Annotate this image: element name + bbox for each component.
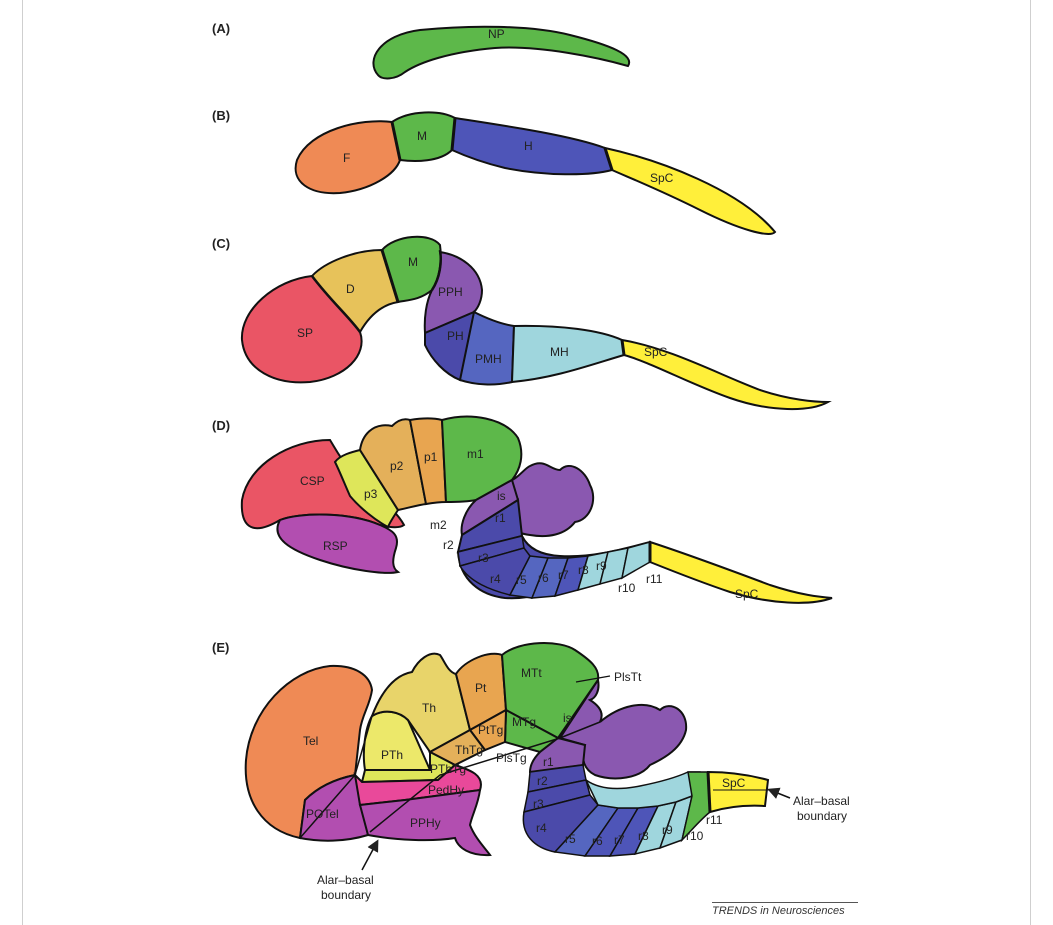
panel-e: (E) Tel POTel Th PTh (212, 640, 850, 902)
pth-label: PTh (381, 748, 403, 762)
r11-label-e: r11 (706, 813, 723, 827)
m2-label: m2 (430, 518, 447, 532)
r3-label-d: r3 (478, 551, 489, 565)
r7-label-d: r7 (558, 568, 569, 582)
r3-label-e: r3 (533, 797, 544, 811)
th-label: Th (422, 701, 436, 715)
mtg-label: MTg (512, 715, 536, 729)
r8-label-d: r8 (578, 563, 589, 577)
alar-basal-label-2b: boundary (797, 809, 847, 823)
pmh-label: PMH (475, 352, 502, 366)
spc-label-b: SpC (650, 171, 674, 185)
r9-label-e: r9 (662, 823, 673, 837)
rsp-label: RSP (323, 539, 348, 553)
r9-label-d: r9 (596, 559, 607, 573)
alar-basal-label-1b: boundary (321, 888, 371, 902)
spc-label-c: SpC (644, 345, 668, 359)
d-label: D (346, 282, 355, 296)
spc-label-d: SpC (735, 587, 759, 601)
is-label-d: is (497, 489, 506, 503)
ph-label: PH (447, 329, 464, 343)
thtg-label: ThTg (455, 743, 483, 757)
pthtg-label: PThTg (430, 762, 466, 776)
r6-label-d: r6 (538, 571, 549, 585)
panel-d: (D) CSP RSP p3 p2 p1 m1 is m2 r1 r2 r3 r… (212, 417, 832, 603)
r8-label-e: r8 (638, 829, 649, 843)
m-label-c: M (408, 255, 418, 269)
r4-label-d: r4 (490, 572, 501, 586)
panel-c: (C) SP D M PPH PH PMH MH SpC (212, 236, 828, 409)
f-label: F (343, 151, 350, 165)
p1-label: p1 (424, 450, 438, 464)
plstt-label: PlsTt (614, 670, 642, 684)
csp-label: CSP (300, 474, 325, 488)
sp-label: SP (297, 326, 313, 340)
panel-a-label: (A) (212, 21, 230, 36)
alar-basal-label-1a: Alar–basal (317, 873, 374, 887)
panel-b: (B) F M H SpC (212, 108, 775, 234)
p2-label: p2 (390, 459, 404, 473)
mh-label: MH (550, 345, 569, 359)
spc-label-e: SpC (722, 776, 746, 790)
ptg-label: PtTg (478, 723, 503, 737)
r2-label-e: r2 (537, 774, 548, 788)
h-label: H (524, 139, 533, 153)
panel-e-label: (E) (212, 640, 229, 655)
panel-a: (A) NP (212, 21, 629, 78)
potel-label: POTel (306, 807, 339, 821)
plstg-label: PlsTg (496, 751, 527, 765)
r11-label-d: r11 (646, 572, 663, 586)
panel-b-label: (B) (212, 108, 230, 123)
panel-d-label: (D) (212, 418, 230, 433)
r5-label-d: r5 (516, 573, 527, 587)
pedhy-label: PedHy (428, 783, 464, 797)
alar-basal-label-2a: Alar–basal (793, 794, 850, 808)
r10-label-d: r10 (618, 581, 636, 595)
r1-label-d: r1 (495, 511, 506, 525)
m-label-b: M (417, 129, 427, 143)
tel-label: Tel (303, 734, 318, 748)
pph-label: PPH (438, 285, 463, 299)
r7-label-e: r7 (614, 833, 625, 847)
r5-label-e: r5 (565, 832, 576, 846)
mtt-label: MTt (521, 666, 542, 680)
pt-label: Pt (475, 681, 487, 695)
spc-region-b (605, 148, 775, 234)
m1-label: m1 (467, 447, 484, 461)
r6-label-e: r6 (592, 834, 603, 848)
r2-label-d: r2 (443, 538, 454, 552)
p3-label: p3 (364, 487, 378, 501)
np-label: NP (488, 27, 505, 41)
r1-label-e: r1 (543, 755, 554, 769)
panel-c-label: (C) (212, 236, 230, 251)
journal-credit: TRENDS in Neurosciences (712, 902, 858, 917)
r10-label-e: r10 (686, 829, 704, 843)
pphy-label: PPHy (410, 816, 441, 830)
is-label-e: is (563, 711, 572, 725)
r4-label-e: r4 (536, 821, 547, 835)
